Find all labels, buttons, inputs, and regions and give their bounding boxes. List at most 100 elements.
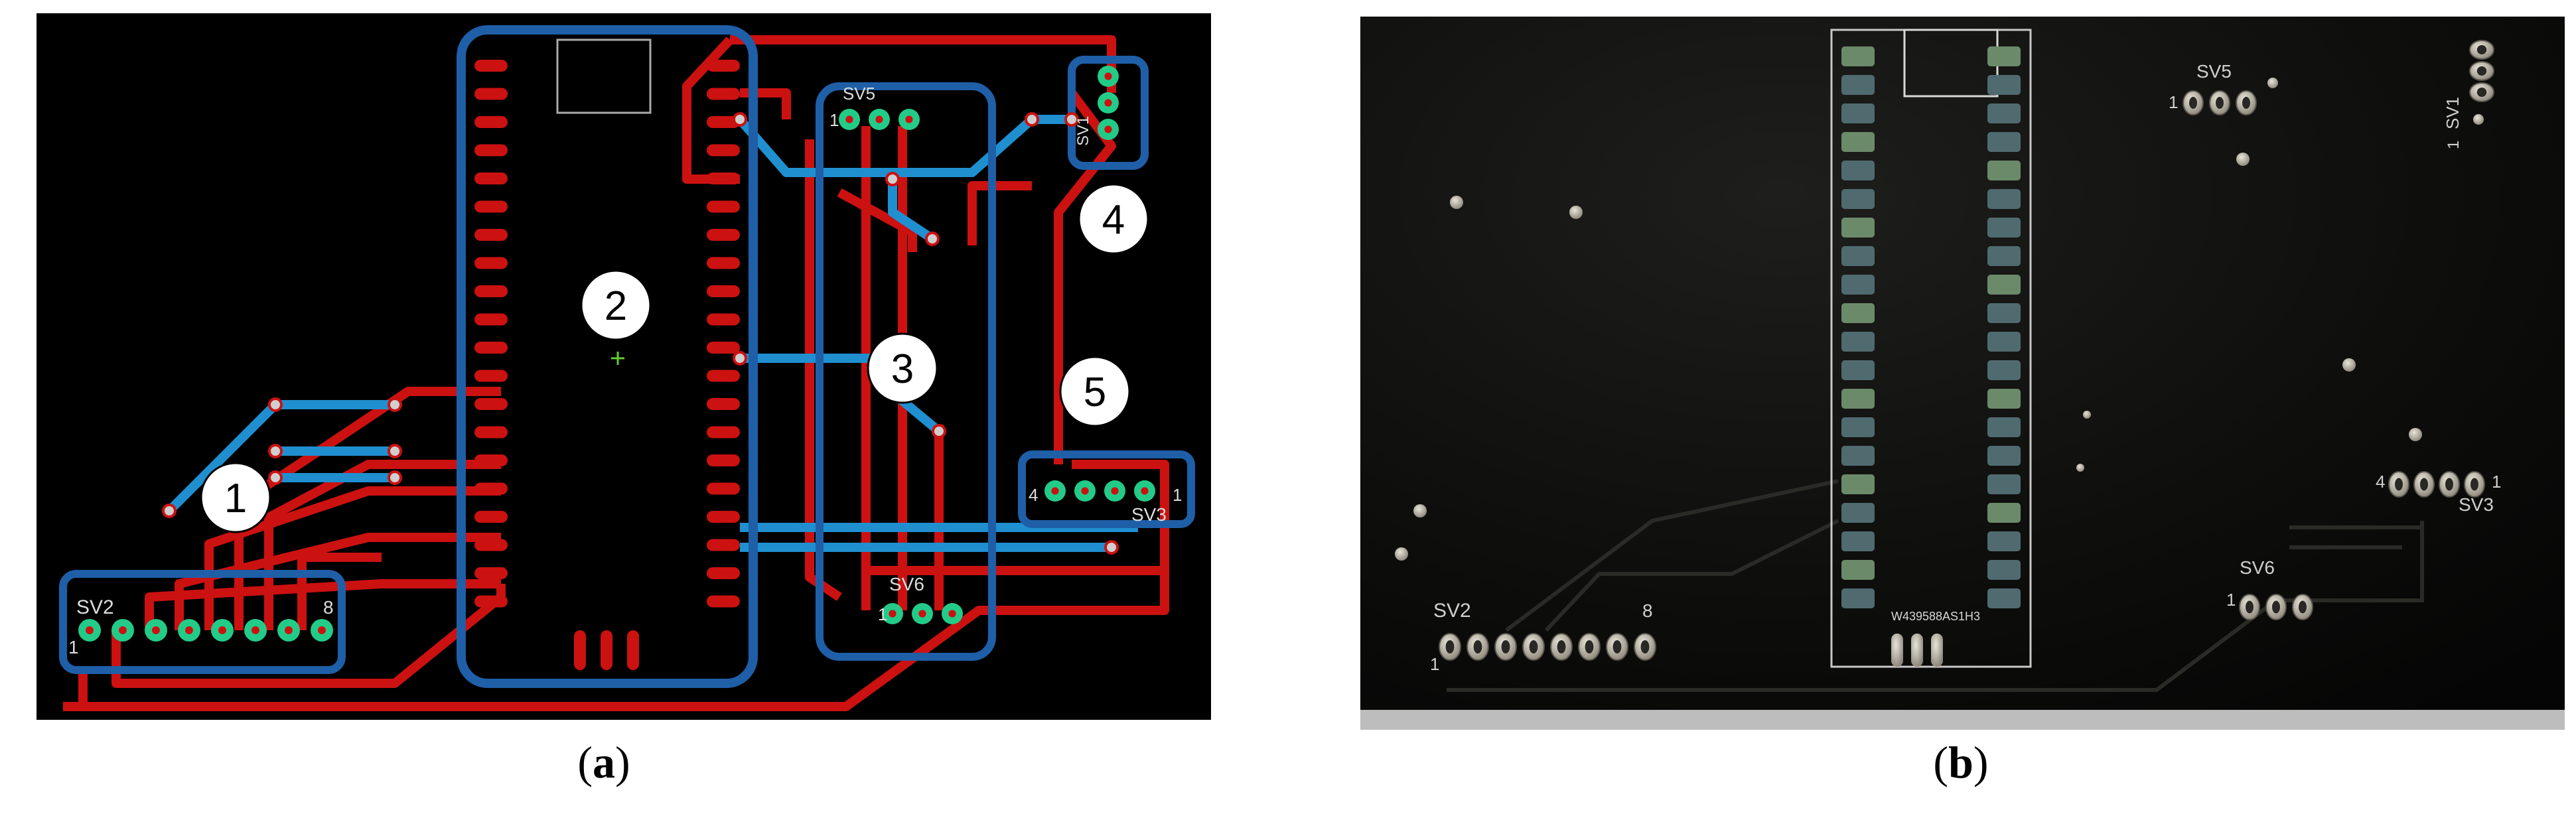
callout-5: 5 bbox=[1059, 356, 1131, 427]
module-pad bbox=[707, 370, 740, 382]
photo-header-pin-hole bbox=[2420, 478, 2428, 491]
header-pin-hole bbox=[251, 626, 259, 634]
connector-sv3: 4 1 SV3 bbox=[1029, 480, 1182, 525]
module-pad bbox=[707, 144, 740, 157]
header-pin-hole bbox=[86, 626, 94, 634]
photo-header-pin-hole bbox=[1473, 640, 1482, 653]
photo-board-edge bbox=[1360, 710, 2565, 730]
photo-connector-sv3: 4 1 SV3 bbox=[2376, 471, 2501, 515]
caption-a-letter: a bbox=[593, 737, 615, 787]
connector-sv5: 1 SV5 bbox=[829, 84, 920, 130]
header-pin-hole bbox=[1111, 487, 1119, 495]
photo-header-pin-hole bbox=[2189, 97, 2197, 109]
sv2-pins bbox=[78, 619, 333, 642]
photo-sv1-label: SV1 bbox=[2443, 97, 2463, 129]
module-pad bbox=[474, 172, 508, 184]
photo-header-pin-hole bbox=[1529, 640, 1538, 653]
photo-sv5-pins bbox=[2182, 90, 2257, 115]
sv6-label: SV6 bbox=[889, 574, 924, 594]
photo-module-pad bbox=[1841, 503, 1875, 523]
sv5-label: SV5 bbox=[843, 84, 875, 103]
caption-b: (b) bbox=[1933, 737, 1989, 787]
module-highlight-box bbox=[457, 25, 758, 688]
photo-sv5-label: SV5 bbox=[2196, 61, 2232, 82]
photo-sv1-pins bbox=[2469, 40, 2494, 102]
sv6-highlight-box bbox=[816, 82, 996, 661]
callout-1-text: 1 bbox=[224, 476, 247, 521]
photo-header-pin-hole bbox=[2476, 88, 2487, 97]
sv2-pin1-label: 1 bbox=[68, 637, 79, 657]
photo-module-pad bbox=[1841, 275, 1875, 295]
photo-sv3-pins bbox=[2388, 471, 2485, 498]
header-pin-hole bbox=[889, 610, 896, 618]
module-pad bbox=[707, 229, 740, 241]
connector-sv6: SV6 1 bbox=[878, 574, 963, 624]
photo-connector-sv1: SV1 1 bbox=[2443, 40, 2494, 149]
photo-module-pad bbox=[1841, 332, 1875, 352]
module-pad bbox=[474, 398, 508, 410]
photo-header-pin-hole bbox=[1501, 640, 1510, 653]
module-pad bbox=[474, 285, 508, 297]
photo-sv1-pin1: 1 bbox=[2445, 141, 2463, 149]
photo-header-pin-hole bbox=[1557, 640, 1566, 653]
module-pad bbox=[707, 172, 740, 184]
photo-header-pin-hole bbox=[1640, 640, 1650, 653]
caption-a: (a) bbox=[577, 737, 630, 787]
sv1-label: SV1 bbox=[1074, 116, 1092, 146]
photo-module-pad bbox=[1841, 218, 1875, 238]
photo-module-pad bbox=[1987, 103, 2021, 123]
photo-module-pad bbox=[1841, 588, 1875, 608]
module-pad bbox=[707, 426, 740, 439]
module-pad bbox=[707, 567, 740, 579]
photo-module-pad bbox=[1987, 275, 2021, 295]
callout-4: 4 bbox=[1078, 183, 1149, 255]
photo-sv2-pins bbox=[1439, 633, 1656, 661]
header-pin-hole bbox=[1141, 487, 1149, 495]
sv1-pins bbox=[1098, 66, 1119, 140]
module-pad bbox=[474, 539, 508, 551]
panel-a-pcb-layout: SV2 1 8 1 SV5 SV1 4 1 SV3 SV6 1 1 2 3 bbox=[36, 13, 1211, 720]
callout-5-text: 5 bbox=[1084, 370, 1106, 415]
photo-module-pad bbox=[1841, 446, 1875, 466]
sv2-highlight-box bbox=[59, 570, 346, 674]
module-pad bbox=[707, 60, 740, 72]
callout-2: 2 bbox=[580, 269, 652, 341]
header-pin-hole bbox=[119, 626, 127, 634]
photo-module-pad bbox=[1987, 360, 2021, 380]
sv3-pin1-label: 1 bbox=[1173, 485, 1182, 505]
module-right-pads bbox=[707, 60, 740, 608]
vias bbox=[162, 112, 1119, 555]
photo-module-pad bbox=[1841, 189, 1875, 209]
photo-module-pad bbox=[1987, 218, 2021, 238]
photo-module-pad bbox=[1987, 560, 2021, 580]
photo-header-pin-hole bbox=[2476, 45, 2487, 54]
module-pad bbox=[474, 454, 508, 466]
pcb-photo: W439588AS1H3 SV2 1 8 SV5 1 SV1 1 4 1 SV3… bbox=[1360, 17, 2565, 730]
sv6-pin1-label: 1 bbox=[878, 604, 887, 624]
photo-module-pad bbox=[1987, 75, 2021, 95]
photo-right-pads bbox=[1987, 46, 2021, 608]
module-pad bbox=[474, 88, 508, 100]
callout-4-text: 4 bbox=[1102, 197, 1125, 243]
module-pad bbox=[474, 60, 508, 72]
photo-board bbox=[1360, 17, 2565, 730]
photo-module-pad bbox=[1841, 303, 1875, 323]
module-pad bbox=[707, 200, 740, 213]
header-pin-hole bbox=[875, 115, 883, 123]
photo-module-pad bbox=[1987, 161, 2021, 180]
photo-sv5-pin1: 1 bbox=[2169, 92, 2178, 112]
sv5-pins bbox=[839, 109, 920, 130]
header-pin-hole bbox=[1104, 72, 1112, 80]
photo-module-pad bbox=[1987, 417, 2021, 437]
photo-module-pad bbox=[1987, 446, 2021, 466]
callout-3-text: 3 bbox=[891, 346, 914, 392]
photo-header-pin-hole bbox=[1612, 640, 1622, 653]
callout-1: 1 bbox=[200, 462, 271, 533]
photo-header-pin-hole bbox=[2299, 600, 2307, 614]
module-bottom-pads bbox=[574, 630, 639, 670]
module-footprint bbox=[457, 25, 758, 688]
header-pin-hole bbox=[152, 626, 160, 634]
module-pad bbox=[474, 595, 508, 608]
module-pad bbox=[474, 116, 508, 128]
module-pad bbox=[474, 482, 508, 495]
